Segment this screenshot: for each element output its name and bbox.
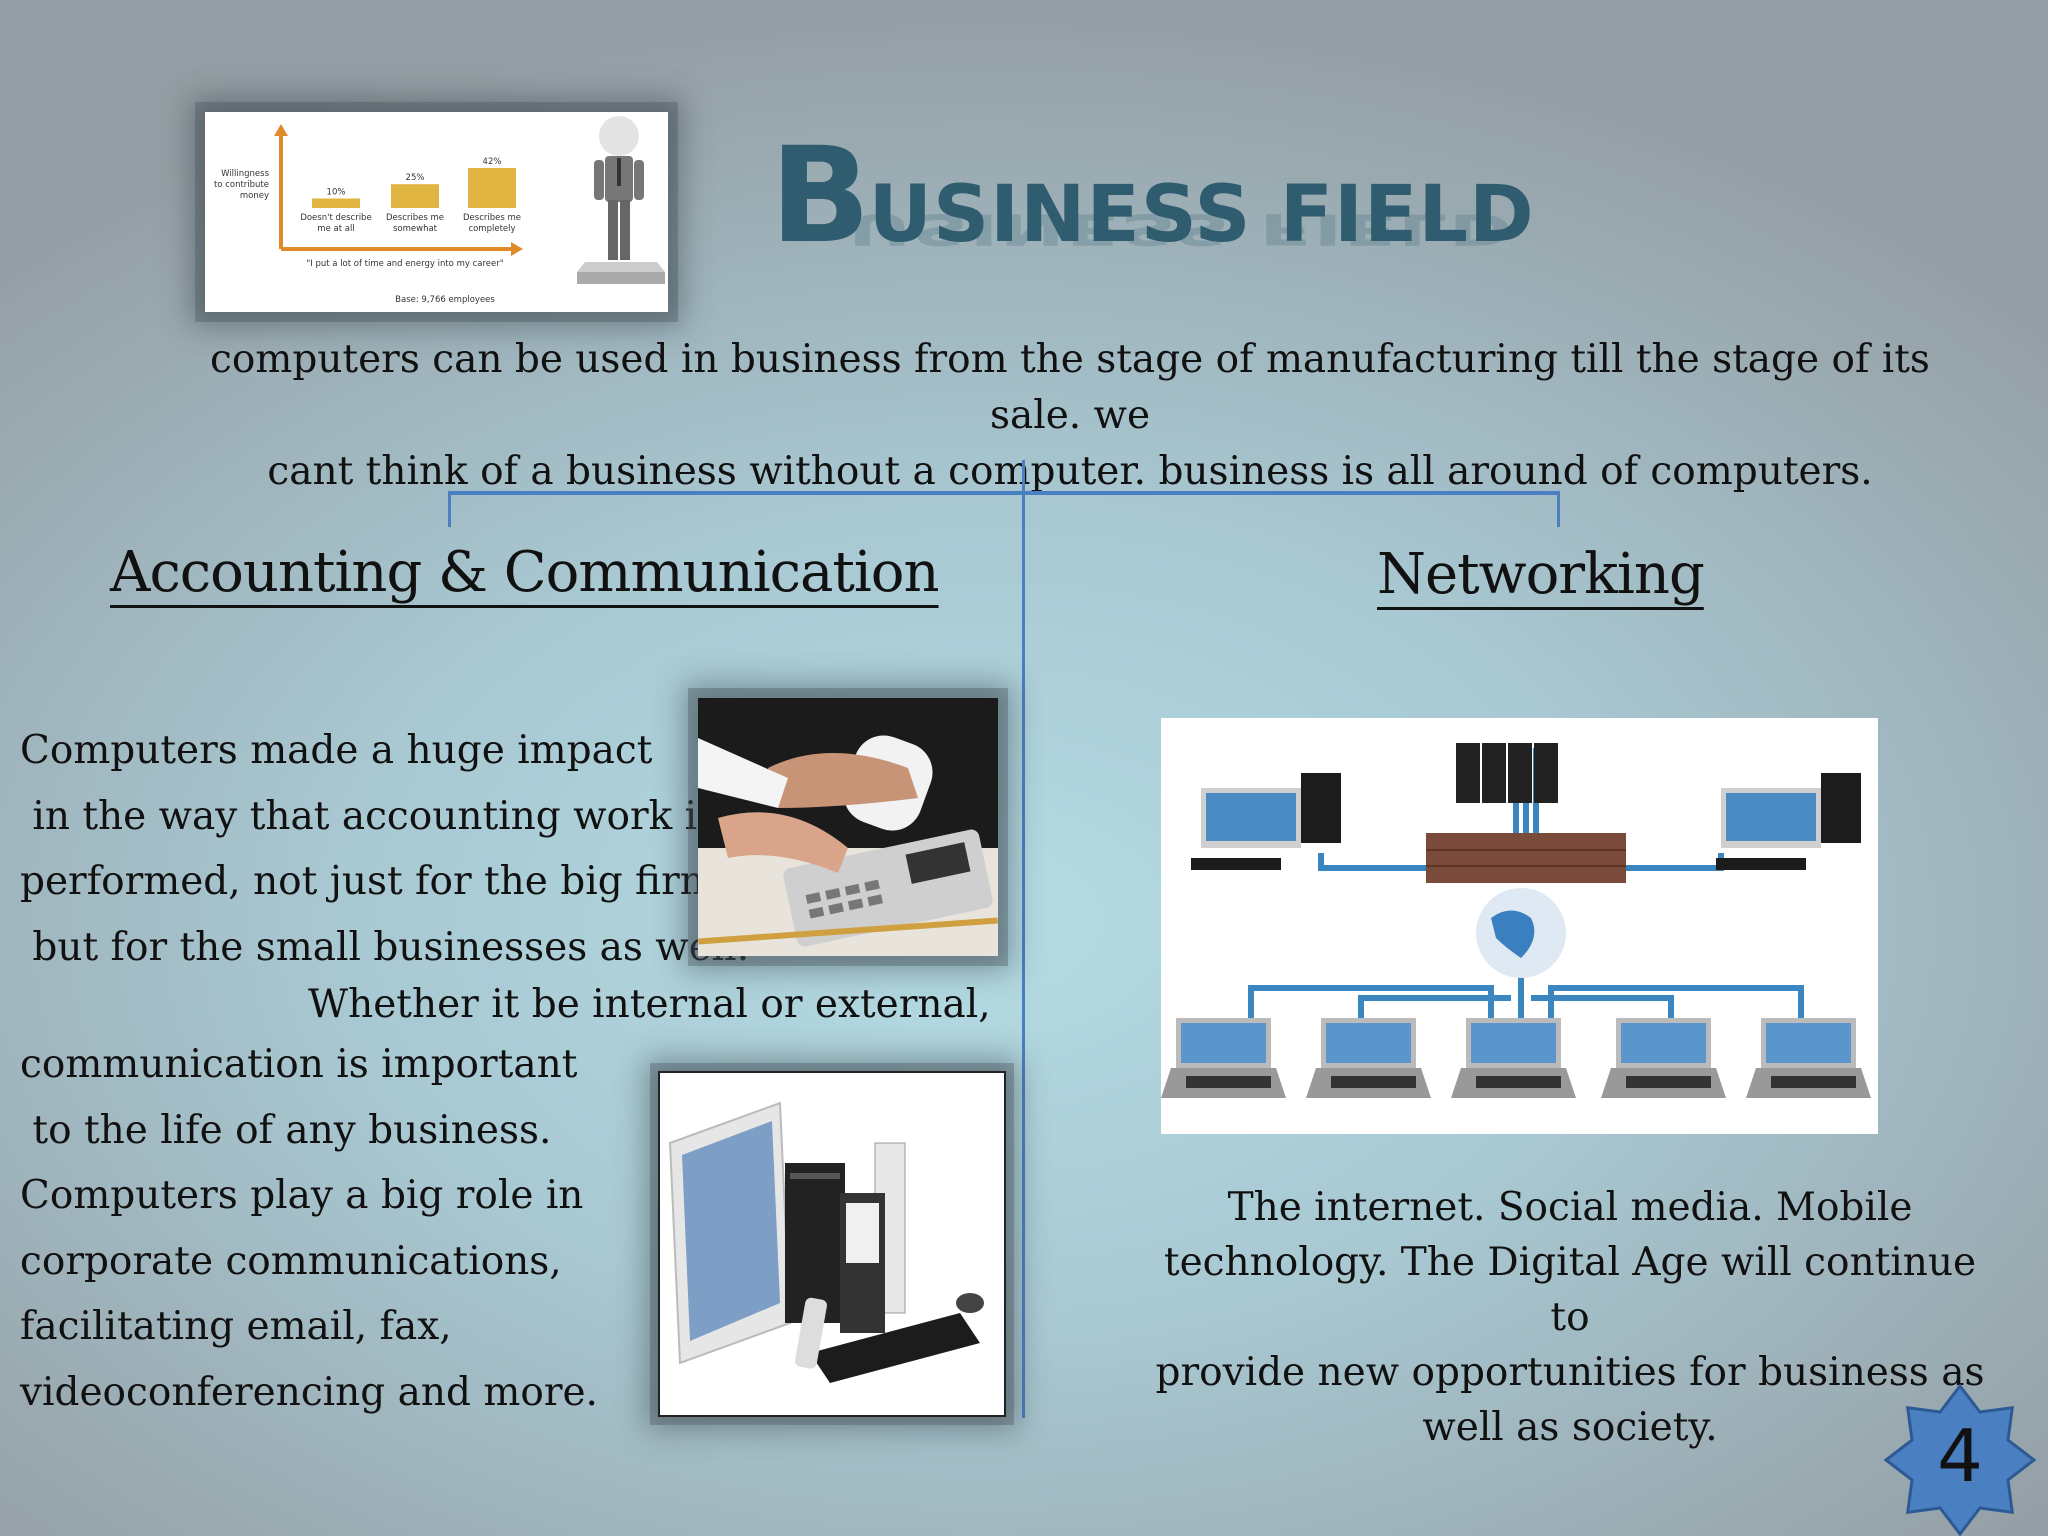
- star-shape: [1883, 1383, 2037, 1536]
- thumb-base-note: Base: 9,766 employees: [395, 295, 495, 305]
- whether-line: Whether it be internal or external,: [308, 982, 991, 1027]
- intro-line-1: computers can be used in business from t…: [210, 337, 1930, 438]
- horizontal-connector: [448, 491, 1560, 495]
- thumb-bar-category-label: Describes me: [463, 213, 521, 223]
- intro-text: computers can be used in business from t…: [180, 332, 1960, 500]
- title-reflection-text: USINESS FIELD: [848, 203, 1515, 254]
- networking-heading: Networking: [1377, 542, 1705, 607]
- accounting-line: performed, not just for the big firms,: [20, 859, 750, 904]
- thumb-bar-value-label: 25%: [406, 173, 425, 183]
- thumb-y-label-line: Willingness: [221, 169, 269, 179]
- page-number: 4: [1937, 1414, 1983, 1498]
- right-connector-leg: [1557, 491, 1560, 527]
- accounting-heading: Accounting & Communication: [110, 540, 940, 605]
- desktop-computer-icon: [660, 1073, 1004, 1415]
- networking-line: technology. The Digital Age will continu…: [1163, 1240, 1977, 1340]
- thumb-bar-category-label: completely: [468, 224, 515, 234]
- accounting-line: in the way that accounting work is: [20, 793, 718, 839]
- thumb-bar: [391, 184, 439, 208]
- accounting-line: Computers made a huge impact: [20, 728, 653, 773]
- communication-line: videoconferencing and more.: [20, 1369, 598, 1415]
- businessman-figure-icon: [577, 116, 665, 284]
- thumb-bar: [468, 168, 516, 208]
- communication-line: to the life of any business.: [20, 1107, 552, 1153]
- page-title: BUSINESS FIELD: [770, 130, 1535, 262]
- thumb-bar-value-label: 42%: [483, 157, 502, 167]
- firewall-icon: [1426, 833, 1626, 883]
- left-connector-leg: [448, 491, 451, 527]
- thumb-bar-value-label: 10%: [327, 187, 346, 197]
- desktop-left-icon: [1191, 773, 1341, 870]
- desktop-computer-photo: [658, 1071, 1006, 1417]
- desktop-right-icon: [1716, 773, 1861, 870]
- server-rack-icon: [1456, 743, 1558, 803]
- networking-paragraph: The internet. Social media. Mobile techn…: [1150, 1180, 1990, 1455]
- communication-line: corporate communications,: [20, 1238, 562, 1284]
- thumb-bar-category-label: Describes me: [386, 213, 444, 223]
- thumb-y-label-line: money: [240, 191, 269, 201]
- thumb-x-arrow-icon: [511, 242, 523, 256]
- thumb-caption: "I put a lot of time and energy into my …: [306, 259, 503, 269]
- vertical-divider: [1022, 460, 1025, 1418]
- communication-line: Computers play a big role in: [20, 1173, 584, 1218]
- laptop-row: [1161, 1018, 1871, 1098]
- communication-line: communication is important: [20, 1042, 578, 1087]
- calculator-hands-icon: [698, 698, 998, 956]
- thumb-y-arrow-icon: [274, 124, 288, 136]
- title-rest: USINESS FIELD: [868, 170, 1535, 260]
- intro-line-2: cant think of a business without a compu…: [267, 449, 1873, 494]
- title-initial: B: [770, 119, 871, 273]
- communication-paragraph: communication is important to the life o…: [20, 1032, 598, 1425]
- communication-line: facilitating email, fax,: [20, 1304, 452, 1349]
- networking-line: provide new opportunities for business a…: [1155, 1350, 1985, 1395]
- thumb-bar-category-label: somewhat: [393, 224, 438, 234]
- thumb-bar-category-label: Doesn't describe: [300, 213, 371, 223]
- calculator-photo: [698, 698, 998, 956]
- page-badge-star-icon: [1872, 1378, 2048, 1536]
- network-diagram-photo: [1161, 718, 1878, 1134]
- thumb-bar-category-label: me at all: [317, 224, 354, 234]
- network-diagram-icon: [1161, 718, 1878, 1134]
- title-reflection: USINESS FIELD: [770, 204, 1514, 254]
- accounting-line: but for the small businesses as well.: [20, 924, 750, 970]
- networking-line: well as society.: [1422, 1405, 1718, 1450]
- accounting-paragraph: Computers made a huge impact in the way …: [20, 718, 749, 980]
- thumb-bar: [312, 198, 360, 208]
- thumb-y-label-line: to contribute: [214, 180, 269, 190]
- networking-line: The internet. Social media. Mobile: [1227, 1185, 1913, 1230]
